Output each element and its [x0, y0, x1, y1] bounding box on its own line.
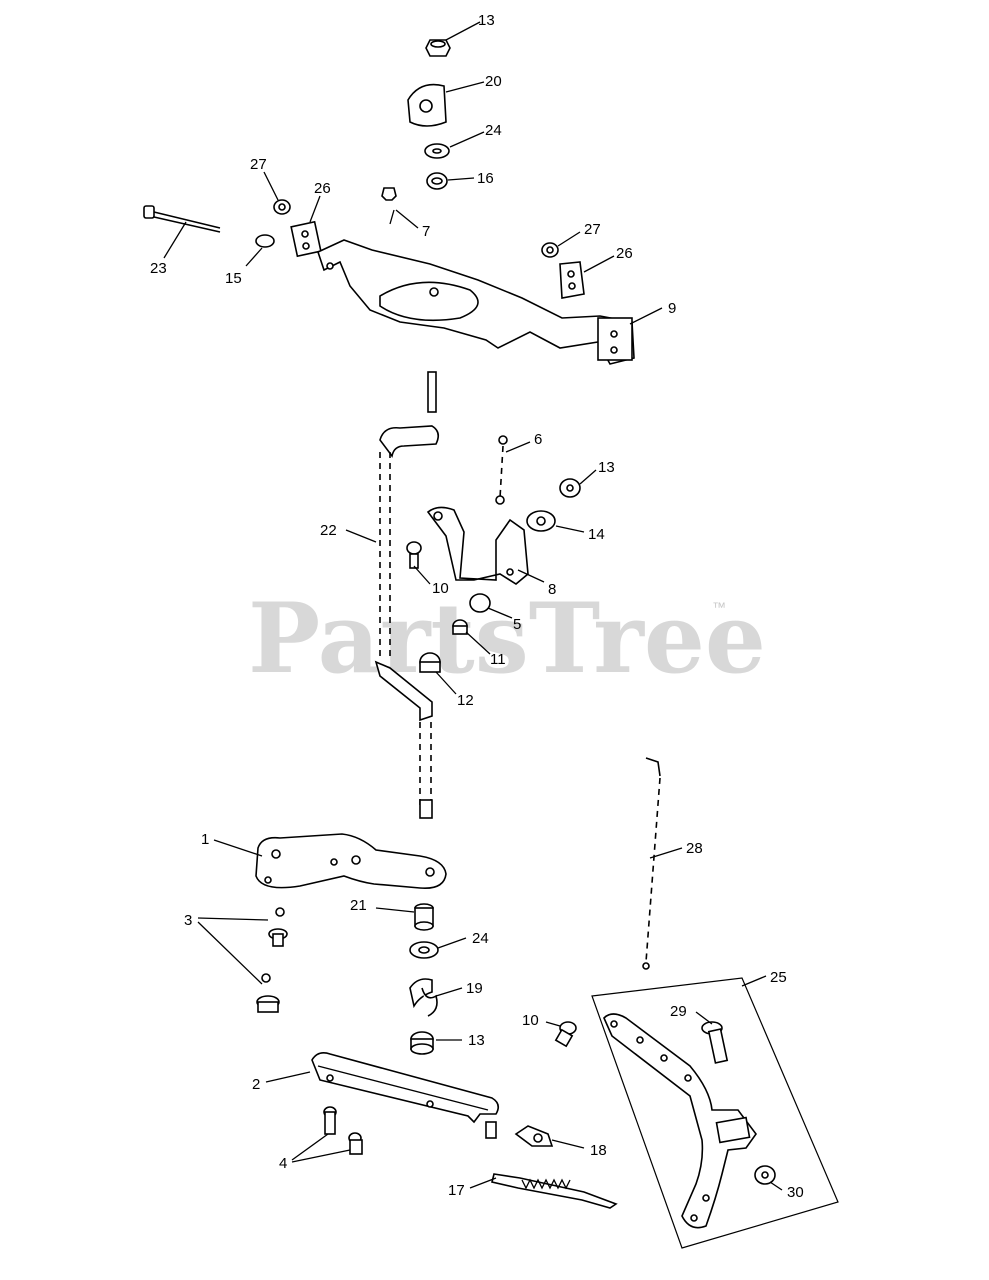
- part-29-bolt[interactable]: [701, 1021, 729, 1064]
- callout-7: 7: [422, 223, 430, 240]
- callout-10-mid: 10: [432, 580, 449, 597]
- part-27-nut-left[interactable]: [273, 199, 291, 215]
- part-10-bolt-lower[interactable]: [554, 1021, 577, 1048]
- callout-22: 22: [320, 522, 337, 539]
- part-10-bolt-mid[interactable]: [406, 541, 422, 569]
- callout-24-top: 24: [485, 122, 502, 139]
- part-7-pin[interactable]: [381, 187, 397, 201]
- callout-29: 29: [670, 1003, 687, 1020]
- callout-12: 12: [457, 692, 474, 709]
- callout-5: 5: [513, 616, 521, 633]
- callout-4: 4: [279, 1155, 287, 1172]
- callout-16: 16: [477, 170, 494, 187]
- part-4-stud-left[interactable]: [323, 1106, 337, 1135]
- part-17-spring[interactable]: [491, 1173, 618, 1209]
- part-13-nut-lower[interactable]: [410, 1031, 434, 1055]
- callout-30: 30: [787, 1184, 804, 1201]
- callout-13-lower: 13: [468, 1032, 485, 1049]
- part-22-rod[interactable]: [374, 371, 440, 819]
- callout-1: 1: [201, 831, 209, 848]
- callout-25: 25: [770, 969, 787, 986]
- watermark-trademark: ™: [712, 599, 726, 615]
- callout-18: 18: [590, 1142, 607, 1159]
- callout-26-left: 26: [314, 180, 331, 197]
- part-26-clamp-right[interactable]: [559, 261, 585, 299]
- part-26-clamp-left[interactable]: [290, 220, 322, 258]
- callout-24-lower: 24: [472, 930, 489, 947]
- part-24-washer-lower[interactable]: [409, 941, 439, 959]
- watermark-text: PartsTree: [248, 582, 766, 695]
- part-8-lever-arm[interactable]: [426, 506, 529, 585]
- callout-13-mid: 13: [598, 459, 615, 476]
- part-16-locknut[interactable]: [426, 172, 448, 190]
- part-23-bolt[interactable]: [143, 205, 221, 233]
- part-13-nut-mid[interactable]: [559, 478, 581, 498]
- part-21-spacer[interactable]: [414, 903, 434, 931]
- callout-13-top: 13: [478, 12, 495, 29]
- part-3-pin-lower[interactable]: [256, 973, 280, 1013]
- part-13-nut-top[interactable]: [425, 39, 451, 57]
- callout-20: 20: [485, 73, 502, 90]
- part-1-plate[interactable]: [255, 833, 447, 890]
- part-3-pin-upper[interactable]: [268, 907, 288, 947]
- part-19-spring[interactable]: [409, 978, 438, 1017]
- part-28-cable[interactable]: [642, 757, 661, 970]
- part-4-stud-right[interactable]: [348, 1132, 363, 1155]
- part-11-spacer[interactable]: [452, 619, 468, 635]
- part-14-washer[interactable]: [526, 510, 556, 532]
- part-2-channel-bar[interactable]: [311, 1052, 500, 1139]
- callout-3: 3: [184, 912, 192, 929]
- part-9-bracket[interactable]: [317, 239, 635, 365]
- callout-2: 2: [252, 1076, 260, 1093]
- callout-27-right: 27: [584, 221, 601, 238]
- callout-27-left: 27: [250, 156, 267, 173]
- callout-28: 28: [686, 840, 703, 857]
- callout-23: 23: [150, 260, 167, 277]
- callout-15: 15: [225, 270, 242, 287]
- callout-21: 21: [350, 897, 367, 914]
- callout-9: 9: [668, 300, 676, 317]
- leader-lines: [163, 21, 783, 1191]
- callout-17: 17: [448, 1182, 465, 1199]
- callout-labels: 13 20 24 16 27 26 7 23 15 27 26 9 6 13 1…: [150, 12, 804, 1201]
- part-30-nut[interactable]: [754, 1165, 776, 1185]
- callout-10-lower: 10: [522, 1012, 539, 1029]
- part-24-washer-top[interactable]: [424, 143, 450, 159]
- callout-14: 14: [588, 526, 605, 543]
- callout-8: 8: [548, 581, 556, 598]
- part-25-lever-assembly[interactable]: [591, 977, 839, 1249]
- callout-6: 6: [534, 431, 542, 448]
- part-20-bushing[interactable]: [407, 83, 447, 127]
- callout-26-right: 26: [616, 245, 633, 262]
- part-18-clip[interactable]: [514, 1125, 554, 1147]
- part-6-link-rod[interactable]: [495, 435, 508, 505]
- part-5-bushing[interactable]: [469, 593, 491, 613]
- part-15-spring-washer[interactable]: [255, 234, 275, 248]
- part-27-nut-right[interactable]: [541, 242, 559, 258]
- callout-19: 19: [466, 980, 483, 997]
- part-12-collar[interactable]: [419, 652, 441, 673]
- callout-11: 11: [490, 651, 506, 668]
